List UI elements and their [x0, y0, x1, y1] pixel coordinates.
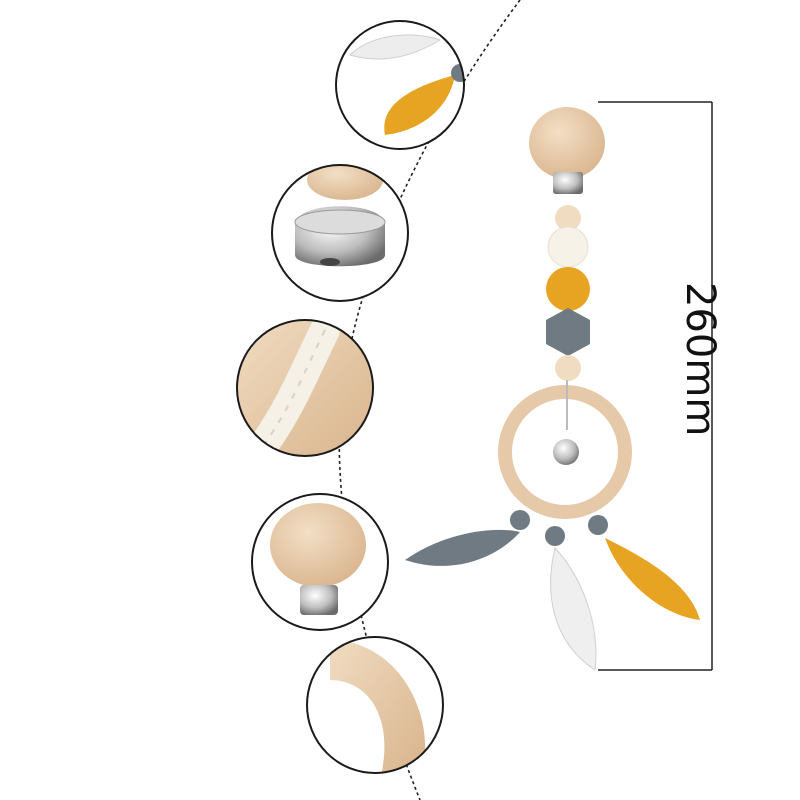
dimension-indicator [598, 101, 713, 671]
main-product [405, 107, 700, 671]
callout-cord [236, 319, 374, 457]
callout-bell [271, 164, 409, 302]
callout-ring [306, 636, 444, 774]
callout-feathers [335, 20, 465, 150]
dimension-label: 260mm [677, 282, 723, 437]
callout-clip [251, 493, 389, 631]
